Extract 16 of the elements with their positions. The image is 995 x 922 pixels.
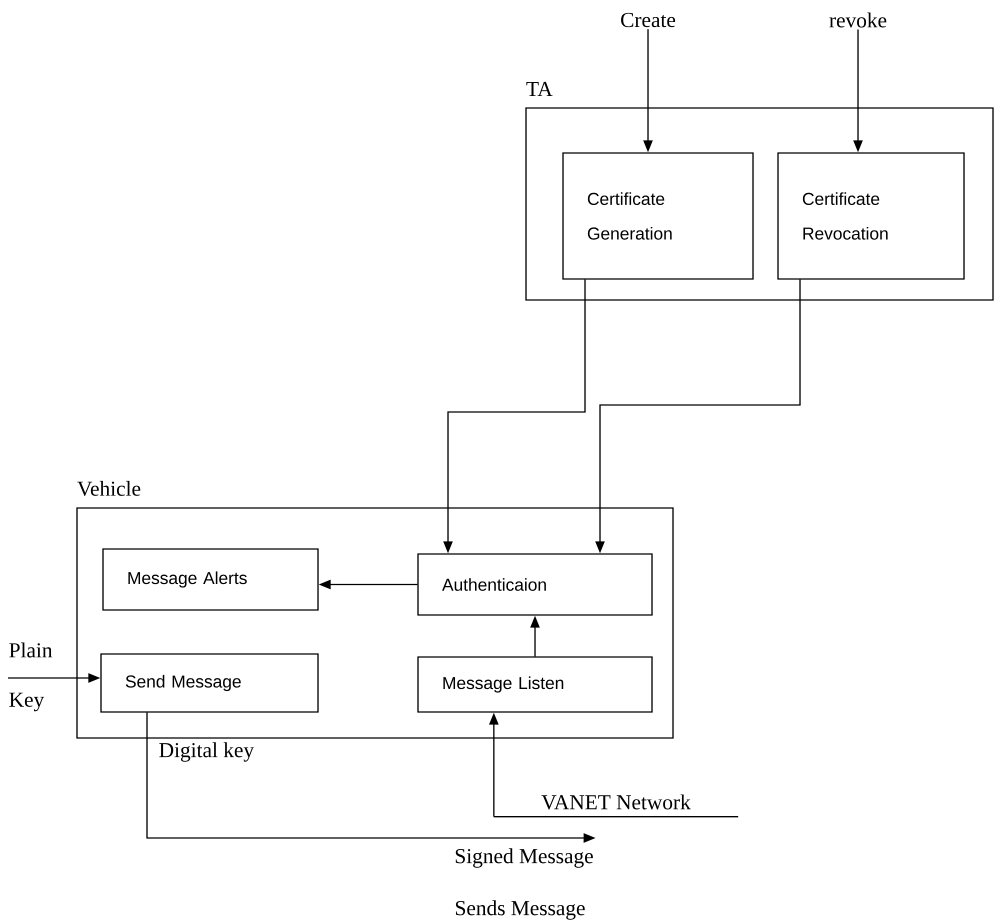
- process-box: Certificate Revocation: [777, 152, 965, 280]
- process-box: Certificate Generation: [562, 152, 754, 280]
- text-label: Plain: [9, 642, 52, 658]
- input-label: Signed Message: [456, 848, 593, 868]
- node-label: Vehicle: [77, 480, 140, 496]
- process-box: Message Listen: [417, 656, 653, 713]
- input-label: revoke: [829, 12, 886, 28]
- input-label: Create: [621, 12, 676, 28]
- underlined-label: VANET Network: [494, 794, 738, 818]
- text-label: Digital key: [159, 742, 254, 762]
- process-box: Authenticaion: [417, 553, 653, 616]
- text-label: Key: [9, 692, 44, 712]
- node-label: TA: [526, 82, 553, 96]
- process-box: Send Message: [100, 653, 319, 713]
- text-label: Sends Message: [456, 900, 585, 920]
- process-box: Message Alerts: [102, 548, 319, 611]
